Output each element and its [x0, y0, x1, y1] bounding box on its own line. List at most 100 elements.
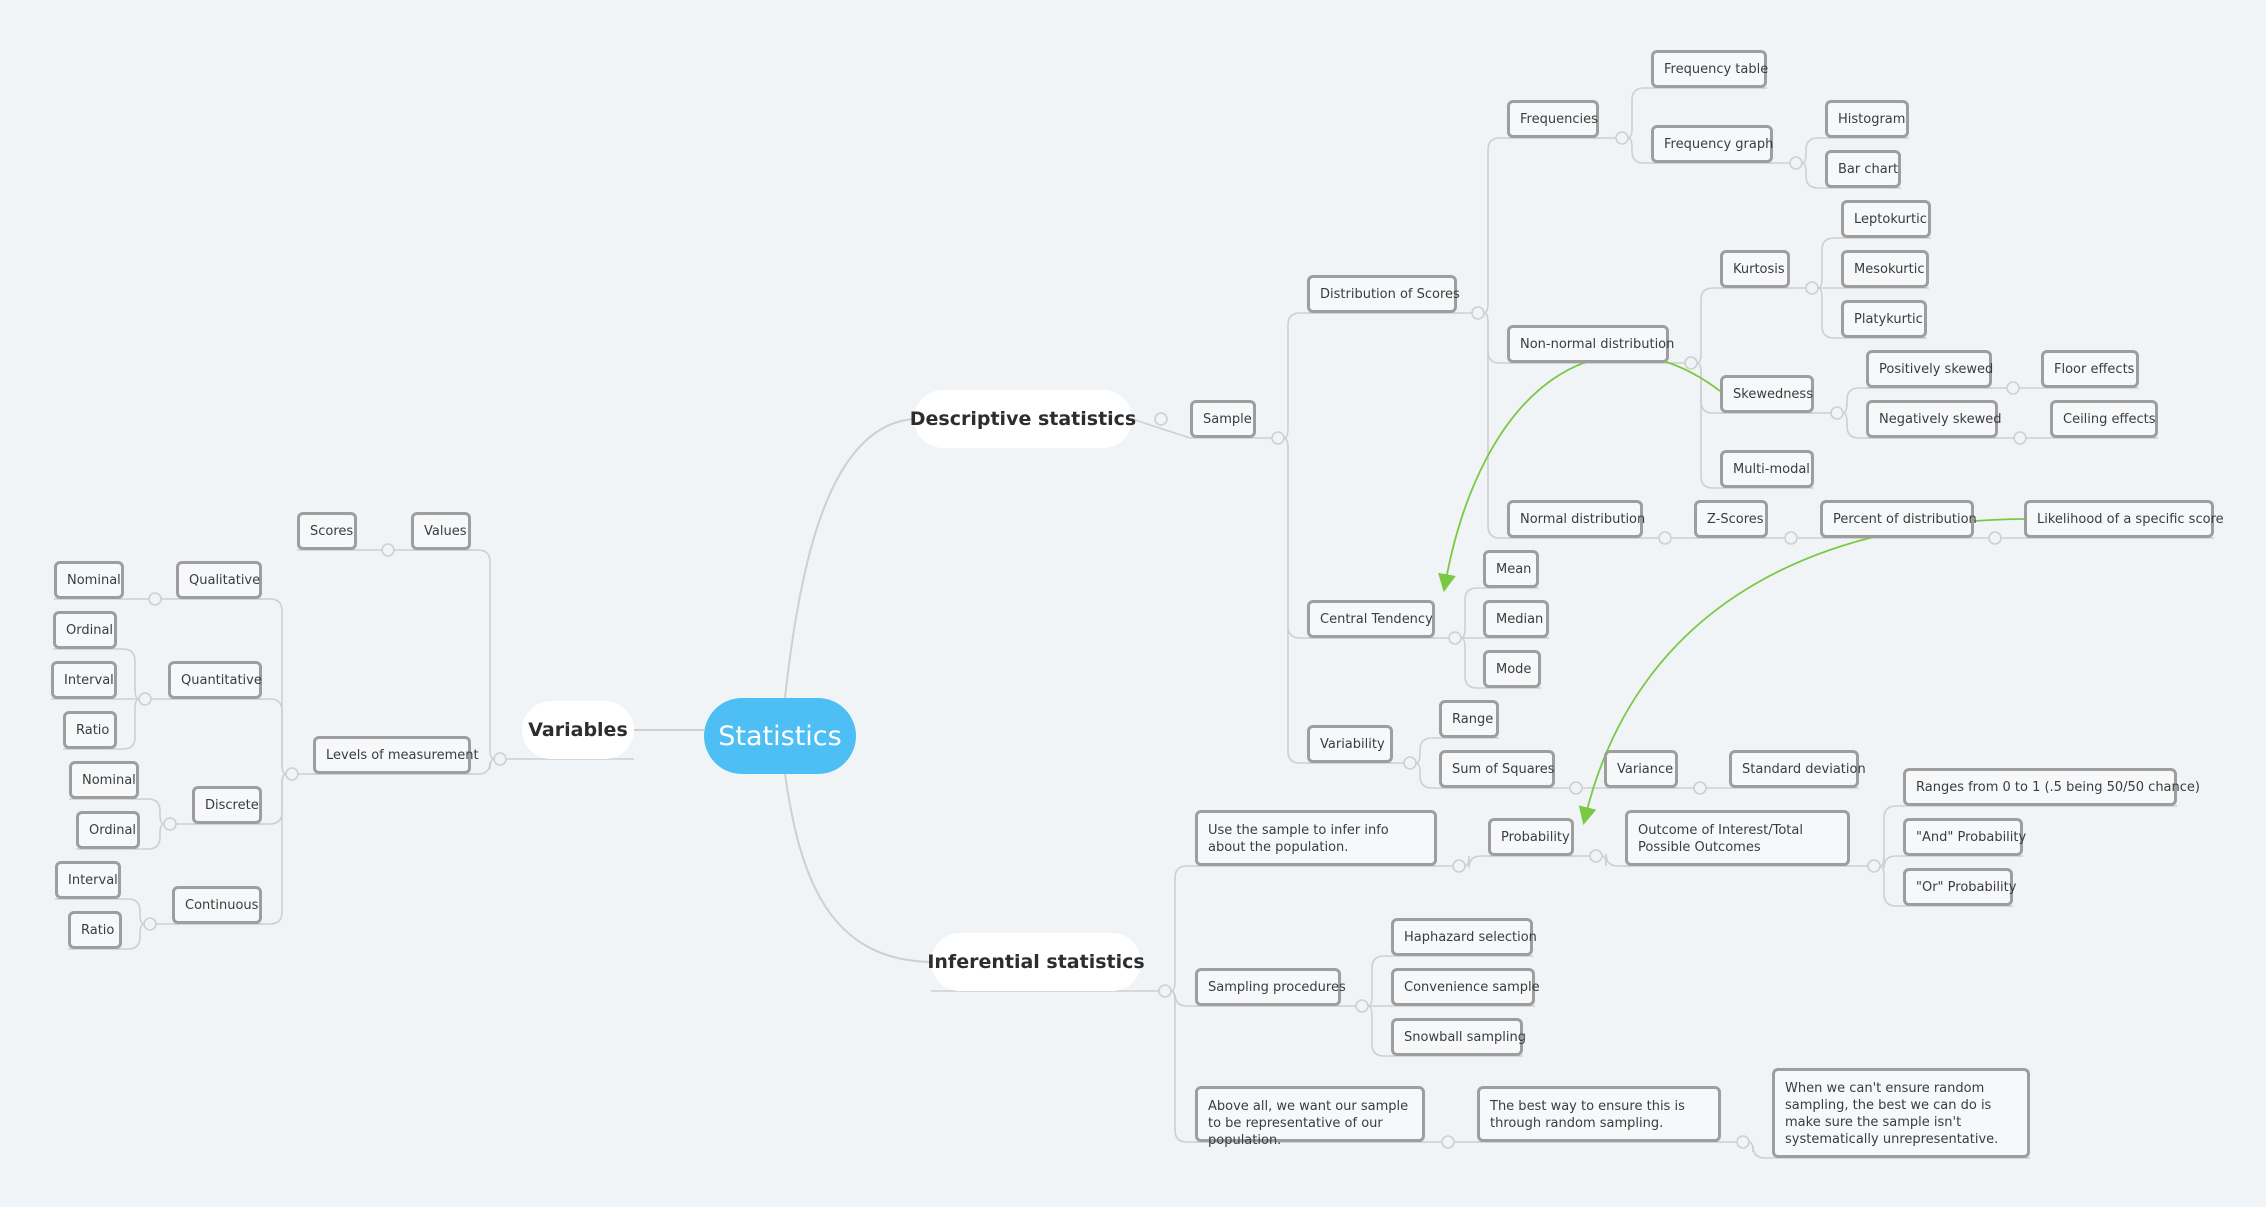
collapse-handle: [1589, 849, 1603, 863]
collapse-handle: [381, 543, 395, 557]
collapse-handle: [493, 752, 507, 766]
collapse-handle: [1158, 984, 1172, 998]
topic-mode[interactable]: Mode: [1483, 650, 1541, 688]
topic-sample[interactable]: Sample: [1190, 400, 1256, 438]
topic-range[interactable]: Range: [1439, 700, 1499, 738]
collapse-handle: [1615, 131, 1629, 145]
collapse-handle: [1154, 412, 1168, 426]
collapse-handle: [1805, 281, 1819, 295]
topic-nominal[interactable]: Nominal: [69, 761, 139, 799]
topic-likelihood-of-specific-score[interactable]: Likelihood of a specific score: [2024, 500, 2224, 538]
topic-above-all[interactable]: Above all, we want our sample to be repr…: [1195, 1086, 1425, 1148]
topic-levels-of-measurement[interactable]: Levels of measurement: [313, 736, 479, 774]
topic-bar-chart[interactable]: Bar chart: [1825, 150, 1901, 188]
topic-ordinal[interactable]: Ordinal: [76, 811, 140, 849]
topic-scores[interactable]: Scores: [297, 512, 357, 550]
collapse-handle: [1830, 406, 1844, 420]
branch-connector: [168, 698, 287, 775]
topic-discrete[interactable]: Discrete: [192, 786, 262, 824]
topic-haphazard-selection[interactable]: Haphazard selection: [1391, 918, 1537, 956]
topic-variance[interactable]: Variance: [1604, 750, 1678, 788]
topic-standard-deviation[interactable]: Standard deviation: [1729, 750, 1866, 788]
collapse-handle: [285, 767, 299, 781]
branch-connector: [1464, 855, 1574, 869]
topic-quantitative[interactable]: Quantitative: [168, 661, 262, 699]
topic-normal-distribution[interactable]: Normal distribution: [1507, 500, 1645, 538]
topic-floor-effects[interactable]: Floor effects: [2041, 350, 2139, 388]
branch-connector: [1483, 137, 1599, 314]
topic-histogram[interactable]: Histogram: [1825, 100, 1909, 138]
topic-nominal[interactable]: Nominal: [54, 561, 124, 599]
topic-variability[interactable]: Variability: [1307, 725, 1393, 763]
topic-values[interactable]: Values: [411, 512, 471, 550]
topic-distribution-of-scores[interactable]: Distribution of Scores: [1307, 275, 1460, 313]
topic-best-way[interactable]: The best way to ensure this is through r…: [1477, 1086, 1721, 1142]
topic-positively-skewed[interactable]: Positively skewed: [1866, 350, 1993, 388]
topic-central-tendency[interactable]: Central Tendency: [1307, 600, 1435, 638]
collapse-handle: [1988, 531, 2002, 545]
topic-median[interactable]: Median: [1483, 600, 1549, 638]
branch-connector: [1131, 418, 1191, 439]
collapse-handle: [1569, 781, 1583, 795]
collapse-handle: [1736, 1135, 1750, 1149]
collapse-handle: [138, 692, 152, 706]
collapse-handle: [1271, 431, 1285, 445]
topic-ranges-0-to-1[interactable]: Ranges from 0 to 1 (.5 being 50/50 chanc…: [1903, 768, 2200, 806]
root-connector: [784, 418, 915, 699]
topic-variables[interactable]: Variables: [522, 701, 634, 759]
topic-and-probability[interactable]: "And" Probability: [1903, 818, 2026, 856]
branch-connector: [1879, 855, 2023, 869]
collapse-handle: [1452, 859, 1466, 873]
topic-probability[interactable]: Probability: [1488, 818, 1574, 856]
collapse-handle: [1789, 156, 1803, 170]
branch-connector: [1283, 312, 1457, 439]
collapse-handle: [1403, 756, 1417, 770]
topic-ceiling-effects[interactable]: Ceiling effects: [2050, 400, 2158, 438]
topic-leptokurtic[interactable]: Leptokurtic: [1841, 200, 1931, 238]
topic-ratio[interactable]: Ratio: [63, 711, 117, 749]
collapse-handle: [148, 592, 162, 606]
topic-frequencies[interactable]: Frequencies: [1507, 100, 1599, 138]
topic-sampling-procedures[interactable]: Sampling procedures: [1195, 968, 1346, 1006]
topic-platykurtic[interactable]: Platykurtic: [1841, 300, 1927, 338]
collapse-handle: [1355, 999, 1369, 1013]
collapse-handle: [1658, 531, 1672, 545]
topic-convenience-sample[interactable]: Convenience sample: [1391, 968, 1540, 1006]
topic-kurtosis[interactable]: Kurtosis: [1720, 250, 1790, 288]
topic-frequency-table[interactable]: Frequency table: [1651, 50, 1768, 88]
topic-ordinal[interactable]: Ordinal: [53, 611, 117, 649]
topic-descriptive-statistics[interactable]: Descriptive statistics: [910, 390, 1136, 448]
branch-connector: [1696, 287, 1790, 364]
collapse-handle: [163, 817, 177, 831]
collapse-handle: [1784, 531, 1798, 545]
topic-frequency-graph[interactable]: Frequency graph: [1651, 125, 1773, 163]
topic-snowball-sampling[interactable]: Snowball sampling: [1391, 1018, 1526, 1056]
collapse-handle: [2013, 431, 2027, 445]
topic-outcome-of-interest[interactable]: Outcome of Interest/Total Possible Outco…: [1625, 810, 1850, 866]
collapse-handle: [1684, 356, 1698, 370]
topic-percent-of-distribution[interactable]: Percent of distribution: [1820, 500, 1977, 538]
topic-multi-modal[interactable]: Multi-modal: [1720, 450, 1814, 488]
topic-qualitative[interactable]: Qualitative: [176, 561, 262, 599]
topic-use-sample[interactable]: Use the sample to infer info about the p…: [1195, 810, 1437, 866]
root-topic[interactable]: Statistics: [704, 698, 856, 774]
topic-skewedness[interactable]: Skewedness: [1720, 375, 1814, 413]
topic-mesokurtic[interactable]: Mesokurtic: [1841, 250, 1929, 288]
topic-mean[interactable]: Mean: [1483, 550, 1539, 588]
topic-interval[interactable]: Interval: [51, 661, 117, 699]
topic-ratio[interactable]: Ratio: [68, 911, 122, 949]
topic-or-probability[interactable]: "Or" Probability: [1903, 868, 2016, 906]
collapse-handle: [2006, 381, 2020, 395]
topic-z-scores[interactable]: Z-Scores: [1694, 500, 1768, 538]
topic-interval[interactable]: Interval: [55, 861, 121, 899]
topic-inferential-statistics[interactable]: Inferential statistics: [927, 933, 1145, 991]
collapse-handle: [143, 917, 157, 931]
topic-continuous[interactable]: Continuous: [172, 886, 262, 924]
topic-negatively-skewed[interactable]: Negatively skewed: [1866, 400, 2002, 438]
topic-sum-of-squares[interactable]: Sum of Squares: [1439, 750, 1555, 788]
collapse-handle: [1471, 306, 1485, 320]
topic-cant-ensure[interactable]: When we can't ensure random sampling, th…: [1772, 1068, 2030, 1158]
topic-non-normal-distribution[interactable]: Non-normal distribution: [1507, 325, 1674, 363]
